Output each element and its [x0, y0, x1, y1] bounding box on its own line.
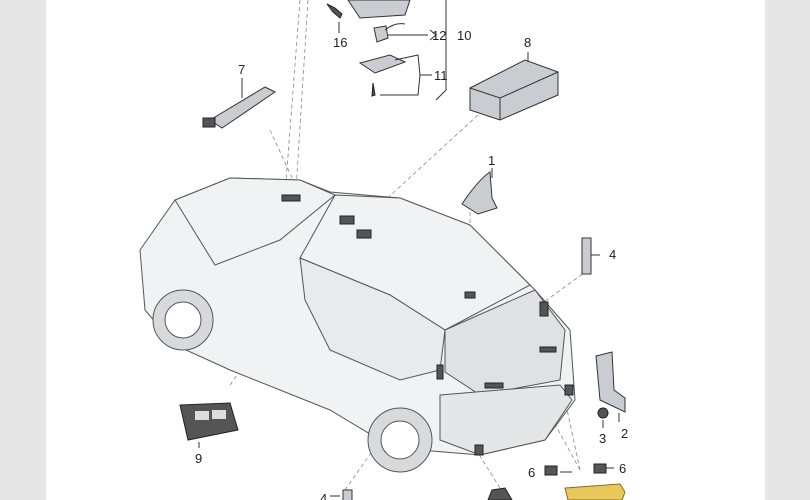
part-bracket-2[interactable]: [595, 351, 626, 413]
callout-16: 16: [333, 35, 347, 50]
part-roof-module[interactable]: [347, 0, 411, 19]
callout-6-left: 6: [528, 465, 535, 480]
part-sensor-12[interactable]: [373, 23, 406, 43]
callout-7: 7: [238, 62, 245, 77]
vehicle-illustration: [139, 177, 576, 473]
part-clip-6-left[interactable]: [544, 465, 558, 476]
part-screw-16[interactable]: [326, 3, 343, 19]
part-switch-9[interactable]: [179, 402, 239, 441]
part-module-11[interactable]: [358, 54, 407, 97]
part-clip-6-right[interactable]: [593, 463, 607, 474]
part-sensor-4-right[interactable]: [581, 237, 592, 275]
callout-9: 9: [195, 451, 202, 466]
part-highlighted-module[interactable]: [564, 483, 626, 500]
callout-6-right: 6: [619, 461, 626, 476]
part-antenna-7[interactable]: [202, 86, 276, 129]
part-sensor-4-bottom[interactable]: [342, 489, 353, 500]
callout-2: 2: [621, 426, 628, 441]
callout-10: 10: [457, 28, 471, 43]
callout-12: 12: [432, 28, 446, 43]
part-nut-3[interactable]: [597, 407, 609, 419]
part-roof-antenna-1[interactable]: [461, 171, 498, 215]
callout-8: 8: [524, 35, 531, 50]
reference-lines: [229, 0, 589, 491]
callout-11: 11: [434, 68, 448, 83]
callout-3: 3: [599, 431, 606, 446]
part-control-unit-8[interactable]: [469, 59, 559, 121]
part-cover-bottom[interactable]: [487, 487, 513, 500]
callout-4-bottom: 4: [320, 491, 327, 500]
callout-1: 1: [488, 153, 495, 168]
callout-4-right: 4: [609, 247, 616, 262]
